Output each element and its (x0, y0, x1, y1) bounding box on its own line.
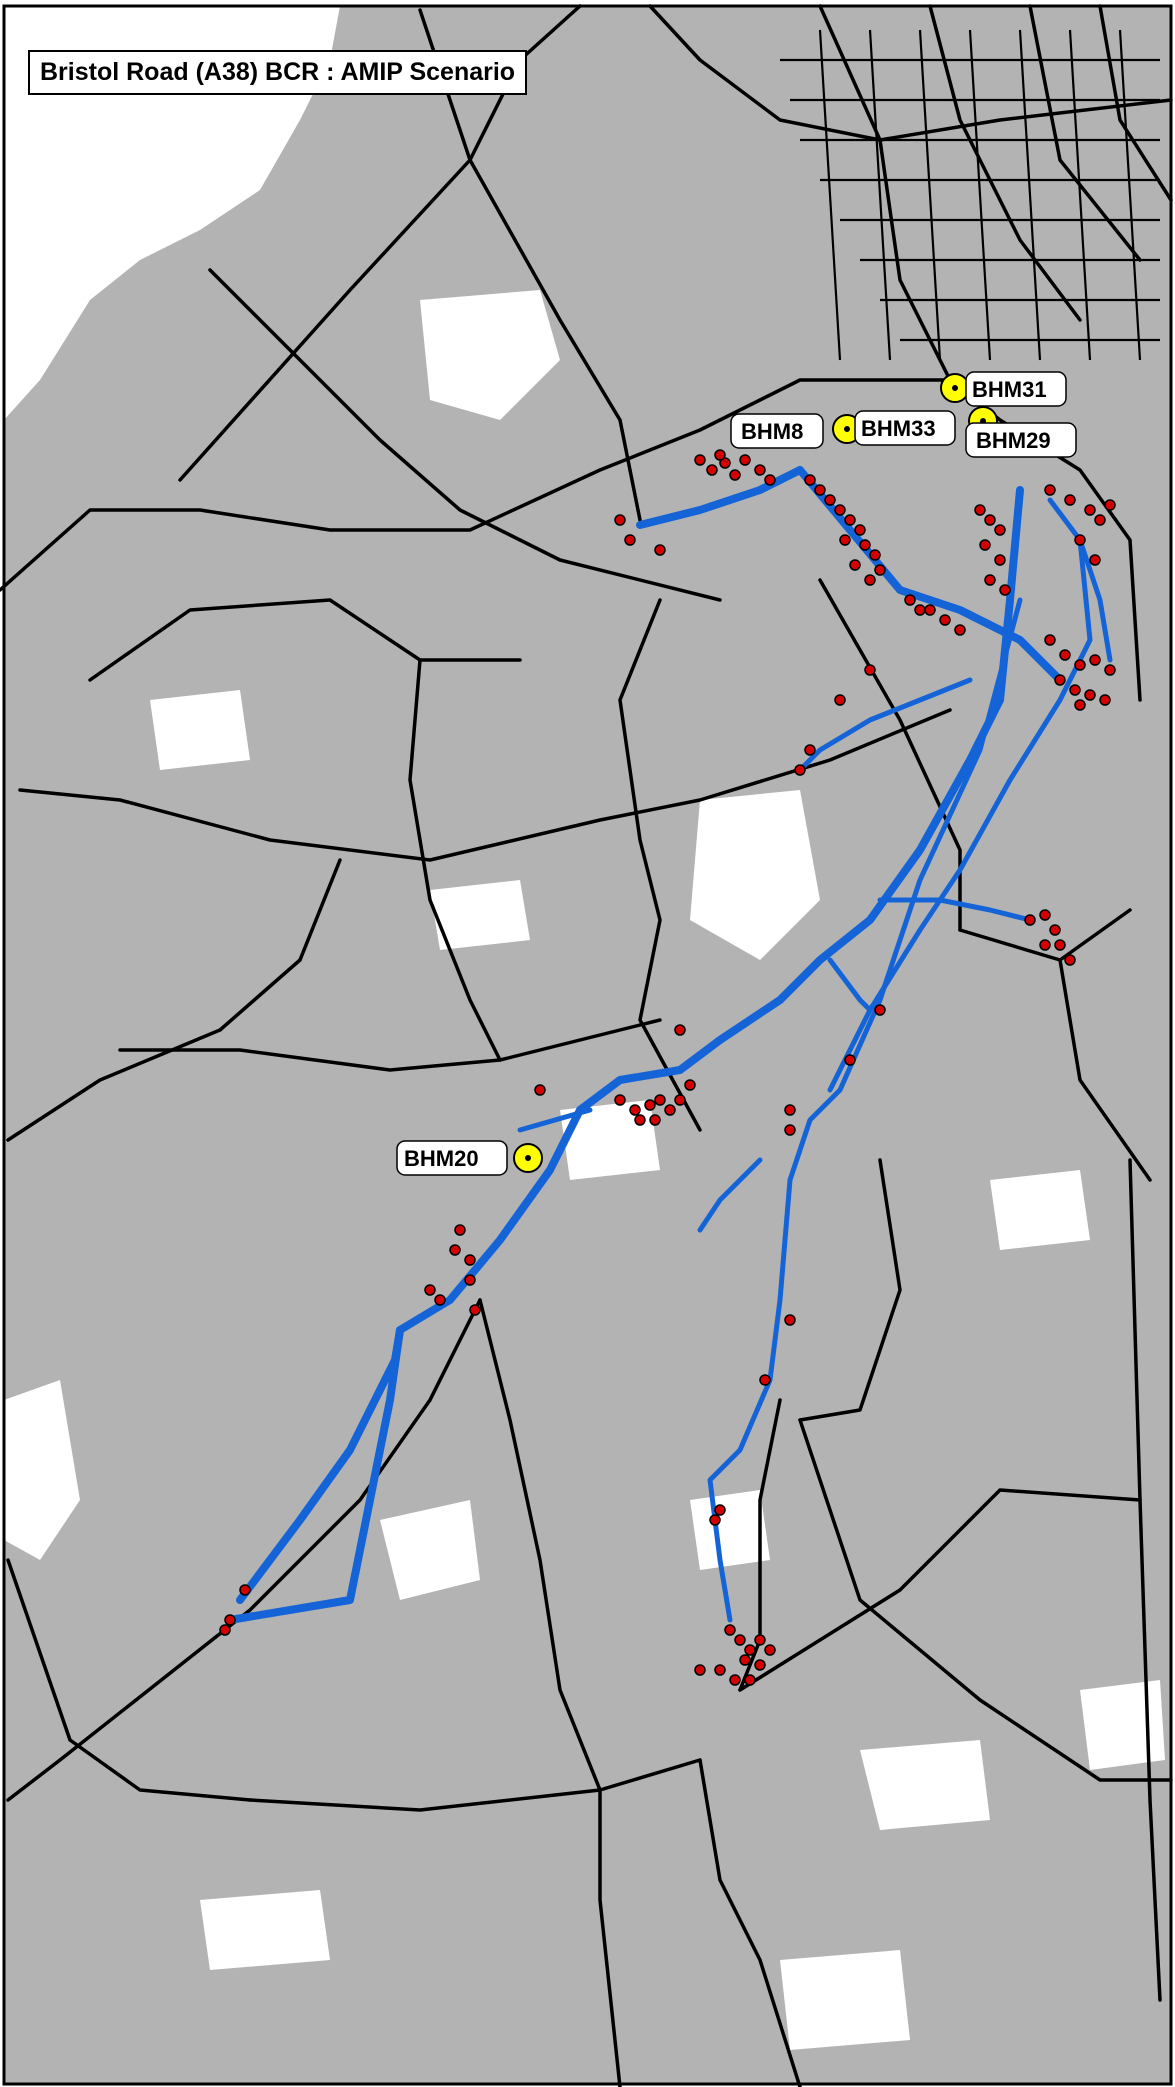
site-marker-bhm20[interactable]: BHM20 (396, 1140, 543, 1176)
city-centre-streets (780, 29, 1160, 361)
site-marker-bhm29[interactable]: BHM29 (965, 406, 1077, 458)
site-markers: BHM31 BHM33 BHM8 BHM29 (396, 371, 1077, 1176)
map-border (2, 4, 1173, 2086)
map-title: Bristol Road (A38) BCR : AMIP Scenario (28, 50, 528, 95)
site-marker-bhm31[interactable]: BHM31 (940, 371, 1067, 407)
site-marker-bhm8[interactable]: BHM8 (730, 413, 824, 449)
road-network (0, 4, 1173, 2087)
site-label-bhm20: BHM20 (404, 1146, 479, 1171)
site-label-bhm8: BHM8 (741, 419, 803, 444)
land-area (4, 6, 1171, 2084)
open-spaces (4, 6, 1165, 2050)
site-label-bhm33: BHM33 (861, 416, 936, 441)
site-label-bhm29: BHM29 (976, 428, 1051, 453)
site-marker-bhm33[interactable]: BHM33 (832, 410, 956, 446)
site-label-bhm31: BHM31 (972, 377, 1047, 402)
incident-points (219, 449, 1116, 1686)
bus-corridor-routes (226, 466, 1113, 1624)
